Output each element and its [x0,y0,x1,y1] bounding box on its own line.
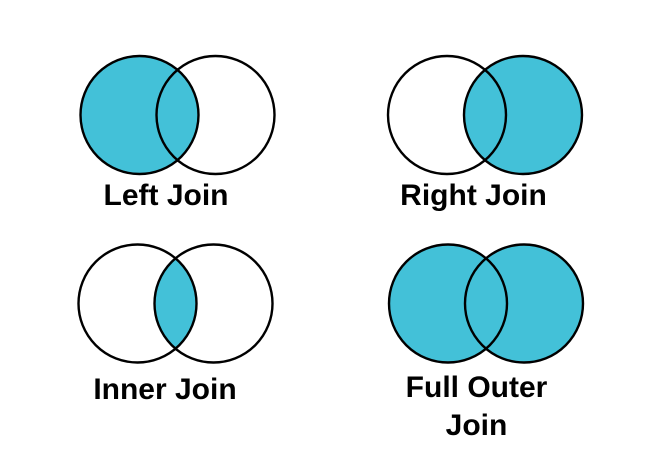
inner-join-label: Inner Join [93,372,236,408]
right-join-label-line: Right Join [400,179,547,212]
intersection-fill [154,244,197,363]
full-outer-join-label: Full Outer Join [406,369,548,445]
right-circle-outline [463,243,585,364]
left-circle-outline [387,243,509,364]
full-outer-join-label-line-2: Join [445,409,508,442]
right-join-venn-diagram [386,54,584,176]
intersection-fill [465,244,507,363]
left-join-label-line: Left Join [103,179,229,212]
full-outer-join-venn-diagram [387,243,585,364]
full-outer-join-panel: Full Outer Join [327,237,654,474]
intersection-fill [156,56,199,174]
left-join-venn-diagram [79,54,276,176]
inner-join-panel: Inner Join [0,237,327,474]
full-outer-join-label-line-1: Full Outer [405,371,548,404]
inner-join-venn-diagram [77,243,274,364]
right-circle-outline [153,243,274,364]
right-join-panel: Right Join [327,0,654,237]
left-join-panel: Left Join [0,0,327,237]
right-join-label: Right Join [400,178,547,214]
right-circle-outline [462,54,584,176]
right-circle-outline [155,54,276,176]
left-circle-outline [77,243,198,364]
inner-join-label-line: Inner Join [93,373,237,406]
intersection-fill [464,56,506,174]
left-circle-outline [386,54,508,176]
left-join-label: Left Join [104,178,229,214]
left-circle-outline [79,54,200,176]
